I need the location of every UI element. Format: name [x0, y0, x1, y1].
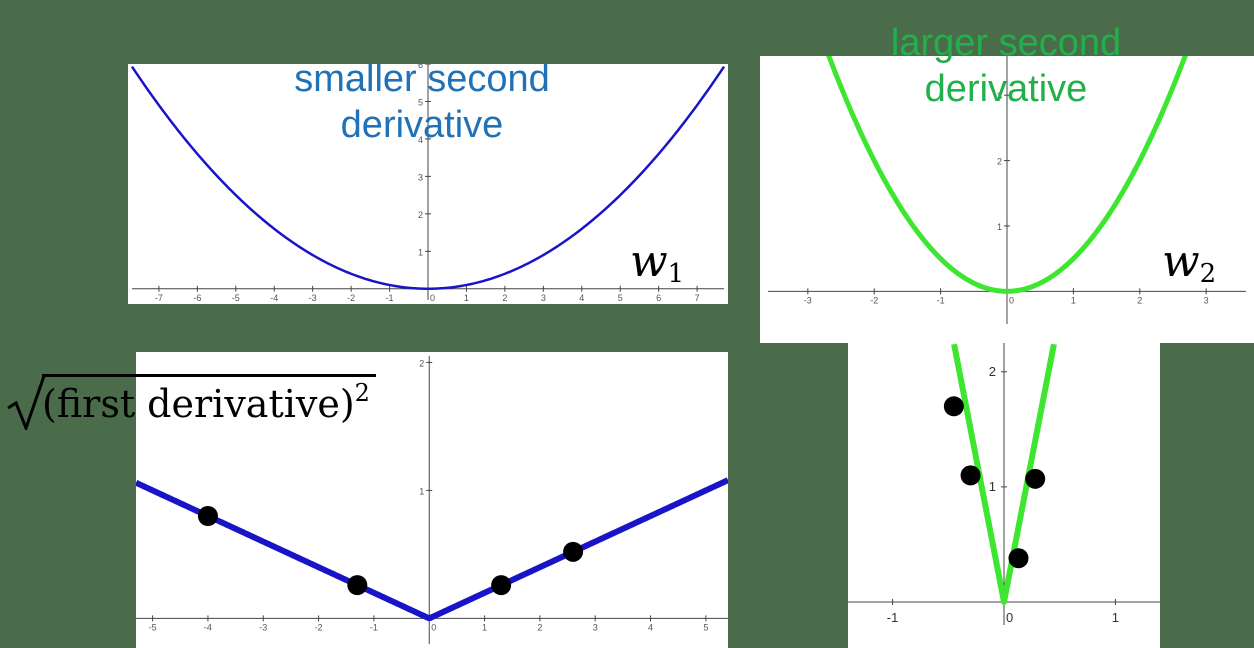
chart-bottom-left: -5 -4 -3 -2 -1 0 1 2 3 4 5 1 2: [136, 356, 728, 644]
series-line: [826, 56, 1188, 294]
y-tick-label: 5: [418, 97, 423, 107]
y-tick-label: 2: [997, 157, 1002, 167]
x-tick-label: -6: [193, 293, 201, 303]
x-tick-label: -3: [804, 295, 812, 305]
x-tick-label: -5: [232, 293, 240, 303]
x-tick-label: 1: [482, 622, 487, 632]
x-tick-label: 2: [502, 293, 507, 303]
x-tick-label: -3: [309, 293, 317, 303]
label-w2-base: w: [1162, 236, 1200, 287]
y-tick-label: 2: [419, 358, 424, 368]
x-tick-label: -5: [149, 622, 157, 632]
chart-bottom-left-panel: -5 -4 -3 -2 -1 0 1 2 3 4 5 1 2: [136, 352, 728, 648]
x-tick-label: 6: [656, 293, 661, 303]
y-tick-label: 3: [418, 172, 423, 182]
x-tick-label: 3: [593, 622, 598, 632]
data-point: [1008, 548, 1029, 569]
data-point: [960, 465, 981, 486]
x-tick-label: 0: [1009, 295, 1014, 305]
chart-bottom-right-panel: -1 0 1 1 2: [848, 343, 1160, 648]
x-tick-label: 0: [430, 293, 435, 303]
caption-line: larger second: [890, 22, 1122, 64]
label-w2: w2: [1162, 240, 1216, 296]
x-tick-label: -2: [315, 622, 323, 632]
x-tick-label: 3: [1204, 295, 1209, 305]
x-tick-label: -1: [937, 295, 945, 305]
data-point: [563, 541, 584, 562]
x-tick-label: 0: [1006, 610, 1013, 625]
label-w2-sub: 2: [1199, 259, 1217, 289]
y-tick-label: 6: [418, 64, 423, 70]
chart-top-right-panel: -3 -2 -1 0 1 2 3 1 2 3: [760, 56, 1254, 343]
y-tick-label: 1: [989, 479, 996, 494]
data-point: [347, 575, 368, 596]
x-tick-label: 2: [1137, 295, 1142, 305]
caption-line: derivative: [924, 68, 1088, 110]
x-tick-label: 4: [579, 293, 584, 303]
x-tick-label: 1: [1112, 610, 1119, 625]
x-tick-label: -4: [204, 622, 212, 632]
x-tick-label: 1: [464, 293, 469, 303]
x-tick-label: 3: [541, 293, 546, 303]
x-tick-label: -7: [155, 293, 163, 303]
caption-line: derivative: [340, 104, 504, 146]
data-point: [1025, 468, 1046, 489]
x-tick-label: 2: [537, 622, 542, 632]
series-line: [951, 343, 1057, 605]
x-tick-label: 5: [703, 622, 708, 632]
x-tick-label: -3: [259, 622, 267, 632]
data-point: [197, 506, 218, 526]
series-line: [136, 477, 728, 622]
y-tick-label: 1: [419, 486, 424, 496]
data-point: [943, 396, 964, 417]
y-tick-label: 3: [997, 91, 1002, 101]
caption-smaller-second-derivative: smaller second derivative: [242, 56, 602, 148]
x-tick-label: -2: [347, 293, 355, 303]
formula-exponent: 2: [354, 379, 370, 407]
x-tick-label: -2: [870, 295, 878, 305]
y-tick-label: 2: [418, 210, 423, 220]
chart-bottom-right: -1 0 1 1 2: [848, 343, 1160, 625]
x-tick-label: -1: [386, 293, 394, 303]
y-tick-label: 4: [418, 135, 423, 145]
chart-top-right: -3 -2 -1 0 1 2 3 1 2 3: [768, 56, 1246, 324]
x-tick-label: 1: [1071, 295, 1076, 305]
x-tick-label: 7: [695, 293, 700, 303]
radical-sign: [7, 375, 46, 430]
x-tick-label: 5: [618, 293, 623, 303]
x-tick-label: 4: [648, 622, 653, 632]
x-tick-label: -1: [887, 610, 899, 625]
x-tick-label: -1: [370, 622, 378, 632]
formula-radicand: (first derivative)2: [42, 374, 376, 426]
x-tick-label: 0: [431, 622, 436, 632]
series-line: [130, 65, 726, 291]
label-w1: w1: [630, 240, 684, 296]
label-w1-sub: 1: [667, 259, 685, 289]
formula-body: (first derivative): [42, 382, 355, 426]
x-tick-label: -4: [270, 293, 278, 303]
data-point: [491, 575, 512, 596]
label-w1-base: w: [630, 236, 668, 287]
y-tick-label: 2: [989, 364, 996, 379]
caption-line: smaller second: [294, 58, 550, 100]
caption-larger-second-derivative: larger second derivative: [826, 20, 1186, 112]
y-tick-label: 1: [418, 247, 423, 257]
y-tick-label: 1: [997, 222, 1002, 232]
